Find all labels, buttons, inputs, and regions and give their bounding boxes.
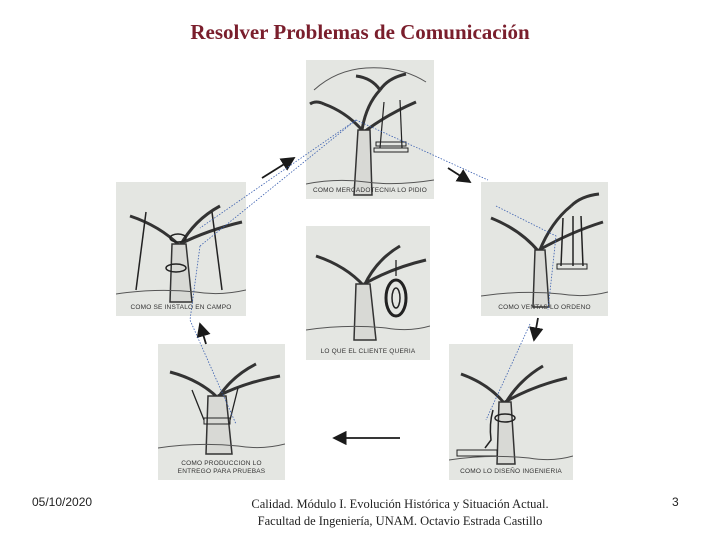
tree-tire-swing-illustration [306, 244, 430, 341]
panel-design: COMO LO DISEÑO INGENIERIA [449, 344, 573, 480]
caption-production-line2: ENTREGO PARA PRUEBAS [177, 468, 266, 475]
tree-swing-marketing-illustration [306, 67, 434, 196]
tree-swing-install-illustration [116, 204, 246, 303]
panel-marketing: COMO MERCADOTECNIA LO PIDIO [306, 60, 434, 199]
footer-date: 05/10/2020 [32, 495, 93, 509]
page-number: 3 [672, 495, 679, 509]
caption-design: COMO LO DISEÑO INGENIERIA [460, 468, 562, 475]
tree-swing-sales-illustration [481, 192, 608, 308]
panel-client: LO QUE EL CLIENTE QUERIA [306, 226, 430, 360]
caption-sales: COMO VENTAS LO ORDENO [498, 304, 591, 311]
caption-production: COMO PRODUCCION LO ENTREGO PARA PRUEBAS [158, 460, 285, 476]
tree-swing-design-illustration [449, 364, 573, 465]
arrow-sales-to-design [529, 317, 544, 342]
arrow-install-to-marketing [261, 157, 296, 179]
footer-line1: Calidad. Módulo I. Evolución Histórica y… [251, 497, 549, 511]
slide-title: Resolver Problemas de Comunicación [190, 20, 530, 44]
arrow-production-to-install [196, 322, 211, 345]
panel-install: COMO SE INSTALO EN CAMPO [116, 182, 246, 316]
caption-client: LO QUE EL CLIENTE QUERIA [320, 348, 416, 355]
arrow-marketing-to-sales [447, 167, 472, 183]
footer-credit: Calidad. Módulo I. Evolución Histórica y… [220, 496, 580, 530]
caption-marketing: COMO MERCADOTECNIA LO PIDIO [312, 187, 428, 194]
panel-production: COMO PRODUCCION LO ENTREGO PARA PRUEBAS [158, 344, 285, 480]
footer-line2: Facultad de Ingeniería, UNAM. Octavio Es… [257, 514, 543, 528]
tree-swing-production-illustration [158, 362, 285, 455]
panel-sales: COMO VENTAS LO ORDENO [481, 182, 608, 316]
caption-install: COMO SE INSTALO EN CAMPO [130, 304, 232, 311]
connector-dotted [189, 119, 557, 425]
caption-production-line1: COMO PRODUCCION LO [181, 460, 262, 467]
